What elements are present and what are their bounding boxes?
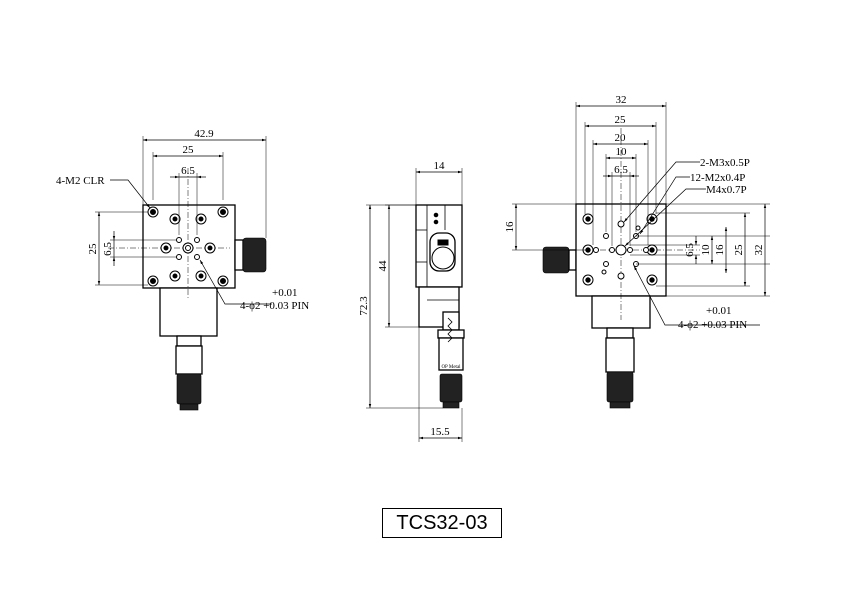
left-knob-collar: [234, 239, 244, 271]
side-knob-circle: [431, 246, 455, 270]
right-view: 32 25 20 10 6.5 16: [504, 94, 770, 409]
left-pin-1: [176, 237, 182, 243]
left-pin-tolerance: +0.01: [272, 287, 297, 299]
left-clearance-leader: [110, 179, 151, 209]
left-dim-center-offset: 6.5: [181, 165, 195, 177]
right-dim-h10: 10: [700, 244, 712, 256]
right-m3-leader: [623, 161, 700, 223]
right-pin-note: 4-ϕ2 +0.03 PIN: [678, 319, 747, 331]
right-m4-center-hole: [615, 244, 627, 256]
right-micrometer-sleeve: [605, 337, 635, 373]
right-dim-h16: 16: [714, 244, 726, 256]
right-m3-hole-top: [617, 220, 625, 228]
side-slot-mark: [437, 239, 449, 246]
right-m4-note: M4x0.7P: [706, 184, 747, 196]
side-dim-width-top: 14: [434, 160, 446, 172]
right-m2-leader: [639, 176, 690, 235]
side-view: OP Metal 14 44 72.3 15.5: [358, 160, 465, 442]
left-knob: [242, 237, 267, 273]
left-hole-4-inner: [207, 245, 213, 251]
left-hole-3-inner: [163, 245, 169, 251]
right-dim-w65: 6.5: [614, 164, 628, 176]
left-center-hole-inner: [185, 245, 191, 251]
left-dim-vertical-center: 6.5: [102, 242, 114, 256]
right-m4-leader: [624, 188, 706, 247]
left-view: 42.9 25 6.5 25 6.5 4-M2 CLR +0.01 4-ϕ2 +…: [56, 128, 309, 411]
right-dim-h16-left: 16: [504, 221, 516, 233]
left-dim-hole-span: 25: [183, 144, 195, 156]
side-micrometer-label: OP Metal: [441, 365, 461, 370]
right-dim-h65: 6.5: [684, 243, 696, 257]
left-dim-vertical-span: 25: [87, 243, 99, 255]
right-m2-note: 12-M2x0.4P: [690, 172, 745, 184]
left-dim-overall: 42.9: [194, 128, 214, 140]
left-hole-6-inner: [198, 273, 204, 279]
left-hole-5-inner: [172, 273, 178, 279]
left-hole-1-inner: [172, 216, 178, 222]
left-corner-hole-tl-inner: [150, 209, 156, 215]
drawing-title: TCS32-03: [382, 508, 502, 538]
right-m3-hole-bottom: [617, 272, 625, 280]
left-corner-hole-br-inner: [220, 278, 226, 284]
left-pin-note: 4-ϕ2 +0.03 PIN: [240, 300, 309, 312]
left-hole-2-inner: [198, 216, 204, 222]
right-dim-w25: 25: [615, 114, 627, 126]
right-m3-note: 2-M3x0.5P: [700, 157, 750, 169]
side-micrometer-thimble: [439, 373, 463, 403]
side-dim-height-total: 72.3: [358, 296, 370, 316]
left-corner-hole-tr-inner: [220, 209, 226, 215]
left-micrometer-thimble: [176, 373, 202, 405]
left-micrometer-ratchet: [179, 403, 199, 411]
left-corner-hole-bl-inner: [150, 278, 156, 284]
left-clearance-note: 4-M2 CLR: [56, 175, 105, 187]
left-micrometer-neck: [176, 335, 202, 347]
right-pin-leader: [633, 265, 760, 326]
right-dim-w32: 32: [616, 94, 627, 106]
left-pin-2: [194, 237, 200, 243]
right-dim-h32: 32: [753, 245, 765, 256]
left-pin-leader: [199, 259, 272, 305]
left-pin-4: [194, 254, 200, 260]
left-micrometer-sleeve: [175, 345, 203, 375]
left-pin-3: [176, 254, 182, 260]
right-dim-w10: 10: [616, 146, 628, 158]
right-knob: [542, 246, 570, 274]
side-dim-width-bottom: 15.5: [430, 426, 450, 438]
right-dim-w20: 20: [615, 132, 627, 144]
side-dim-height-44: 44: [377, 260, 389, 272]
right-micrometer-thimble: [606, 371, 634, 403]
right-pin-tolerance: +0.01: [706, 305, 731, 317]
right-knob-collar: [568, 249, 577, 271]
left-body: [159, 287, 218, 337]
side-micrometer-sleeve: [438, 337, 464, 371]
right-dim-h25: 25: [733, 244, 745, 256]
